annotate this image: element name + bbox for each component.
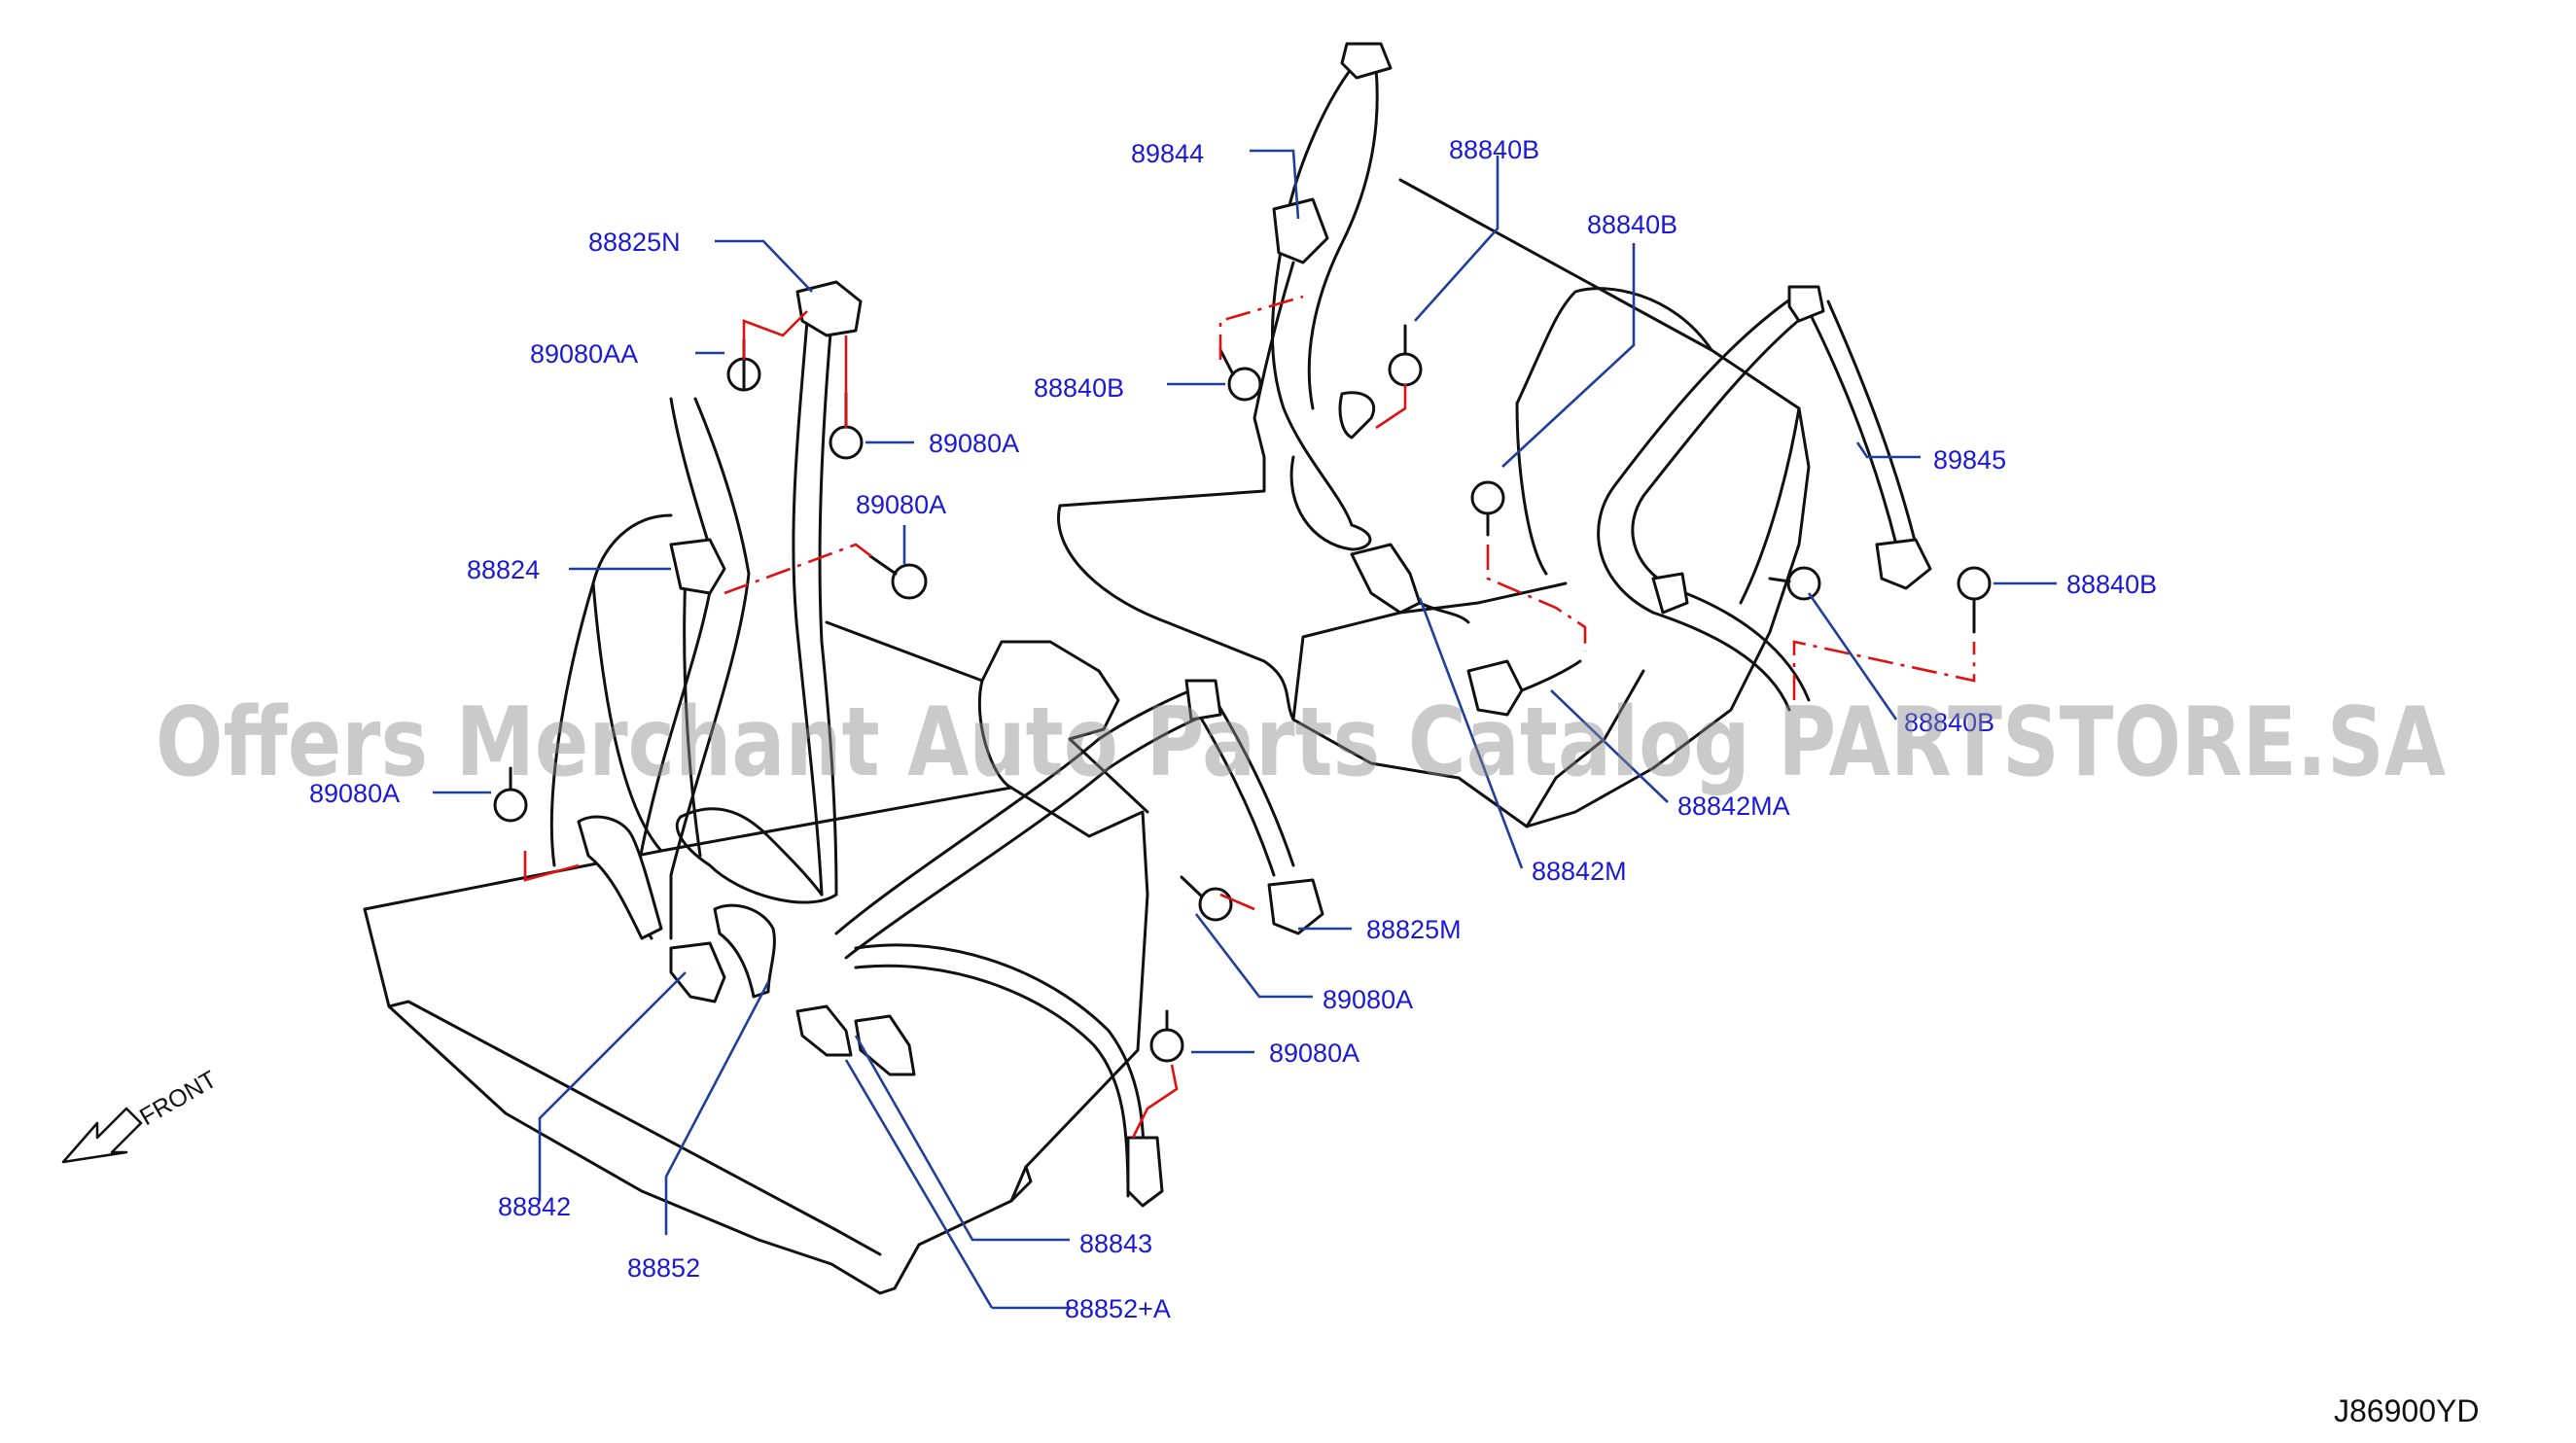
- part-label-88852-plus-a[interactable]: 88852+A: [1065, 1294, 1171, 1323]
- assembly-lines: [523, 295, 1976, 1139]
- part-label-88840B-2[interactable]: 88840B: [1449, 135, 1539, 164]
- front-direction-arrow: FRONT: [61, 1066, 222, 1164]
- part-label-89080AA[interactable]: 89080AA: [530, 339, 638, 369]
- part-label-88825N[interactable]: 88825N: [588, 228, 681, 257]
- left-seat-outline: [363, 513, 1149, 1295]
- diagram-code: J86900YD: [2334, 1393, 2479, 1428]
- belt-webbing: [577, 42, 1932, 1208]
- part-label-88842M[interactable]: 88842M: [1532, 857, 1627, 886]
- part-label-89080A-5[interactable]: 89080A: [1323, 985, 1413, 1014]
- part-label-88840B-5[interactable]: 88840B: [1904, 708, 1994, 737]
- part-label-89080A-2[interactable]: 89080A: [856, 490, 946, 519]
- leader-lines: [433, 149, 2057, 1310]
- part-label-89844[interactable]: 89844: [1131, 139, 1204, 168]
- part-label-88825M[interactable]: 88825M: [1366, 915, 1462, 944]
- front-label: FRONT: [135, 1066, 222, 1131]
- part-label-89080A-4[interactable]: 89080A: [1269, 1038, 1359, 1068]
- part-label-89080A-3[interactable]: 89080A: [309, 779, 400, 808]
- part-label-88852[interactable]: 88852: [627, 1253, 700, 1283]
- watermark-text: Offers Merchant Auto Parts Catalog PARTS…: [156, 687, 2446, 798]
- part-label-88824[interactable]: 88824: [467, 555, 540, 584]
- part-label-88842[interactable]: 88842: [498, 1192, 571, 1221]
- part-label-89080A-1[interactable]: 89080A: [929, 429, 1019, 458]
- part-label-88840B-1[interactable]: 88840B: [1034, 373, 1124, 403]
- part-label-88840B-3[interactable]: 88840B: [1587, 210, 1677, 239]
- part-labels: 88825N 89080AA 89080A 89080A 88824 89080…: [309, 135, 2157, 1323]
- bolts-and-retractors: [493, 280, 1992, 1063]
- part-label-88843[interactable]: 88843: [1079, 1229, 1152, 1258]
- part-label-88842MA[interactable]: 88842MA: [1677, 792, 1790, 821]
- part-label-89845[interactable]: 89845: [1933, 445, 2006, 475]
- part-label-88840B-4[interactable]: 88840B: [2066, 570, 2157, 599]
